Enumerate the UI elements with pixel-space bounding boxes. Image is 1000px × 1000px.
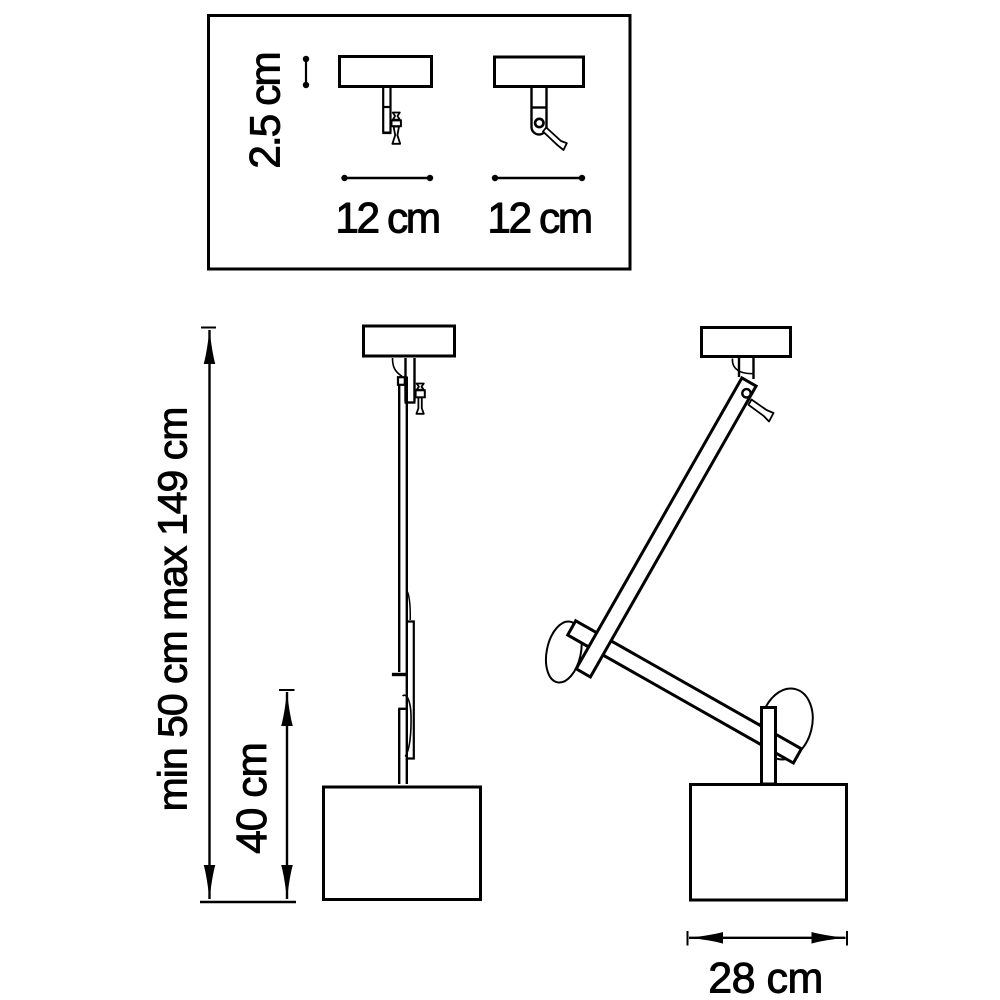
svg-text:40 cm: 40 cm — [229, 743, 276, 854]
svg-text:12 cm: 12 cm — [335, 196, 438, 243]
svg-text:28 cm: 28 cm — [708, 955, 823, 1000]
svg-text:12 cm: 12 cm — [487, 196, 590, 243]
svg-text:2.5 cm: 2.5 cm — [243, 53, 290, 169]
svg-text:min 50 cm max 149 cm: min 50 cm max 149 cm — [150, 408, 196, 812]
